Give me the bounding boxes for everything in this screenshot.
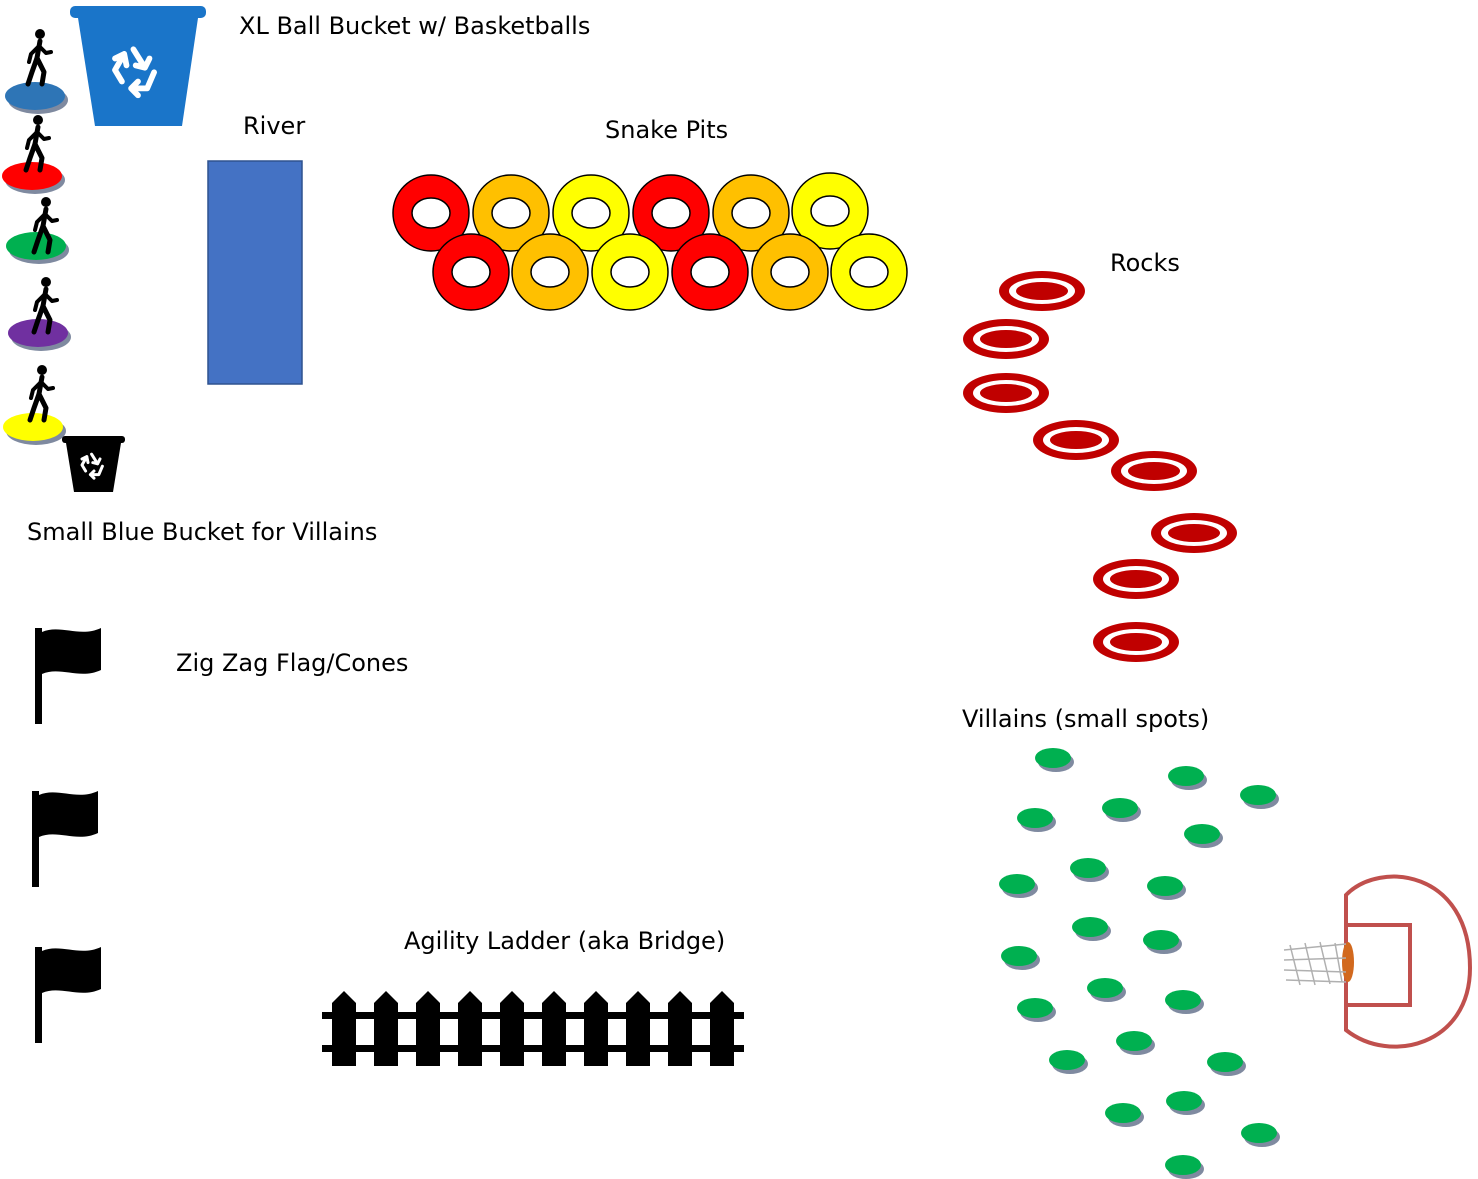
- snake-ring: [632, 174, 710, 252]
- villain-spot: [1035, 748, 1074, 772]
- villain-spot: [1116, 1031, 1155, 1055]
- snake-pits-label: Snake Pits: [605, 116, 729, 144]
- start-spots: [2, 29, 71, 445]
- rock: [1093, 622, 1179, 662]
- rock: [1033, 420, 1119, 460]
- start-spot-red: [2, 115, 65, 194]
- snake-ring: [671, 233, 749, 311]
- villain-spot: [1072, 917, 1111, 941]
- rock: [1093, 559, 1179, 599]
- walker-icon: [30, 365, 53, 420]
- snake-ring: [392, 174, 470, 252]
- flag-icon: [35, 947, 101, 1043]
- zigzag-flags: [32, 628, 101, 1043]
- agility-ladder-label: Agility Ladder (aka Bridge): [404, 927, 726, 955]
- villains-label: Villains (small spots): [962, 705, 1210, 733]
- agility-ladder: [322, 991, 744, 1066]
- villain-spot: [1168, 766, 1207, 790]
- rocks: [963, 271, 1237, 662]
- snake-pits: [392, 172, 908, 311]
- zigzag-label: Zig Zag Flag/Cones: [176, 649, 409, 677]
- flag-icon: [35, 628, 101, 724]
- rock: [1151, 513, 1237, 553]
- villain-spots: [999, 748, 1280, 1179]
- river-label: River: [243, 112, 306, 140]
- basketball-hoop-icon: [1283, 874, 1473, 1049]
- villain-spot: [1001, 946, 1040, 970]
- villain-spot: [1070, 858, 1109, 882]
- snake-ring: [591, 233, 669, 311]
- walker-icon: [26, 115, 49, 170]
- villain-spot: [999, 874, 1038, 898]
- villain-spot: [1049, 1050, 1088, 1074]
- start-spot-blue: [5, 29, 68, 114]
- snake-ring: [472, 174, 550, 252]
- villain-spot: [1240, 785, 1279, 809]
- villain-spot: [1207, 1052, 1246, 1076]
- rock: [963, 319, 1049, 359]
- start-spot-yellow: [3, 365, 66, 445]
- rock: [999, 271, 1085, 311]
- villain-spot: [1165, 990, 1204, 1014]
- xl-ball-bucket-icon: [70, 6, 206, 126]
- snake-ring: [830, 233, 908, 311]
- walker-icon: [28, 29, 51, 84]
- villain-spot: [1165, 1155, 1204, 1179]
- snake-ring: [511, 233, 589, 311]
- start-spot-purple: [8, 277, 71, 351]
- snake-ring: [552, 174, 630, 252]
- rock: [1111, 451, 1197, 491]
- rocks-label: Rocks: [1110, 249, 1180, 277]
- flag-icon: [32, 791, 98, 887]
- villain-spot: [1147, 876, 1186, 900]
- villain-spot: [1017, 808, 1056, 832]
- snake-ring: [712, 174, 790, 252]
- snake-ring: [432, 233, 510, 311]
- rock: [963, 373, 1049, 413]
- small-bucket-icon: [62, 436, 125, 492]
- small-bucket-label: Small Blue Bucket for Villains: [27, 518, 378, 546]
- river-rect: [207, 160, 303, 385]
- snake-ring: [791, 172, 869, 250]
- villain-spot: [1105, 1103, 1144, 1127]
- villain-spot: [1143, 930, 1182, 954]
- start-spot-green: [6, 197, 69, 264]
- villain-spot: [1102, 798, 1141, 822]
- villain-spot: [1017, 998, 1056, 1022]
- villain-spot: [1241, 1123, 1280, 1147]
- xl-bucket-label: XL Ball Bucket w/ Basketballs: [239, 12, 591, 40]
- villain-spot: [1166, 1091, 1205, 1115]
- villain-spot: [1184, 824, 1223, 848]
- snake-ring: [751, 233, 829, 311]
- villain-spot: [1087, 978, 1126, 1002]
